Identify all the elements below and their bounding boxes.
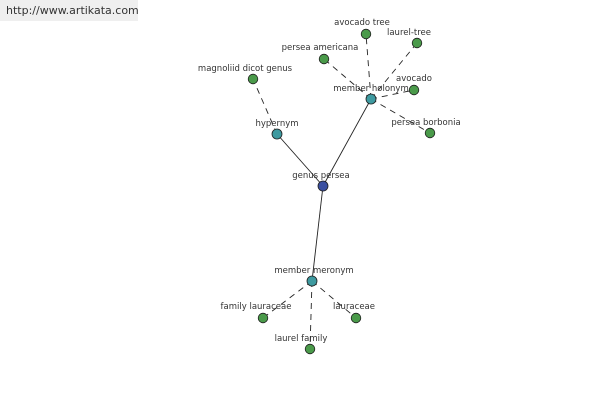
node-persea-borbonia[interactable] <box>424 127 436 139</box>
edge-member-holonym-to-persea-borbonia <box>370 98 431 134</box>
labels-layer: genus persea hypernym member holonym member… <box>198 18 461 344</box>
node-avocado[interactable] <box>408 84 420 96</box>
node-label-persea-borbonia[interactable]: persea borbonia <box>391 118 460 128</box>
edge-genus-persea-to-hypernym <box>276 133 324 187</box>
node-genus-persea[interactable] <box>317 180 329 192</box>
site-url-banner[interactable]: http://www.artikata.com <box>0 0 139 21</box>
nodes-layer <box>247 28 436 355</box>
node-label-lauraceae[interactable]: lauraceae <box>333 302 375 312</box>
node-family-lauraceae[interactable] <box>257 312 269 324</box>
edge-genus-persea-to-member-meronym <box>311 185 324 282</box>
edge-genus-persea-to-member-holonym <box>322 98 372 187</box>
node-label-laurel-family[interactable]: laurel family <box>275 334 328 344</box>
node-label-magnoliid-dicot-genus[interactable]: magnoliid dicot genus <box>198 64 293 74</box>
node-label-hypernym[interactable]: hypernym <box>255 119 298 129</box>
node-label-member-meronym[interactable]: member meronym <box>274 266 353 276</box>
node-member-holonym[interactable] <box>365 93 377 105</box>
node-persea-americana[interactable] <box>318 53 330 65</box>
node-label-family-lauraceae[interactable]: family lauraceae <box>221 302 292 312</box>
node-label-genus-persea[interactable]: genus persea <box>292 171 350 181</box>
node-lauraceae[interactable] <box>350 312 362 324</box>
edge-member-holonym-to-laurel-tree <box>370 42 418 100</box>
node-member-meronym[interactable] <box>306 275 318 287</box>
node-magnoliid-dicot-genus[interactable] <box>247 73 259 85</box>
edge-member-meronym-to-lauraceae <box>311 280 357 319</box>
node-label-avocado[interactable]: avocado <box>396 74 432 84</box>
node-laurel-family[interactable] <box>304 343 316 355</box>
edges-layer <box>252 33 431 350</box>
edge-member-meronym-to-family-lauraceae <box>262 280 313 319</box>
node-avocado-tree[interactable] <box>360 28 372 40</box>
node-hypernym[interactable] <box>271 128 283 140</box>
node-label-member-holonym[interactable]: member holonym <box>333 84 408 94</box>
edge-member-holonym-to-avocado <box>370 89 415 100</box>
edge-member-meronym-to-laurel-family <box>309 280 313 350</box>
node-label-avocado-tree[interactable]: avocado tree <box>334 18 390 28</box>
node-label-laurel-tree[interactable]: laurel-tree <box>387 28 431 38</box>
node-label-persea-americana[interactable]: persea americana <box>282 43 359 53</box>
node-laurel-tree[interactable] <box>411 37 423 49</box>
